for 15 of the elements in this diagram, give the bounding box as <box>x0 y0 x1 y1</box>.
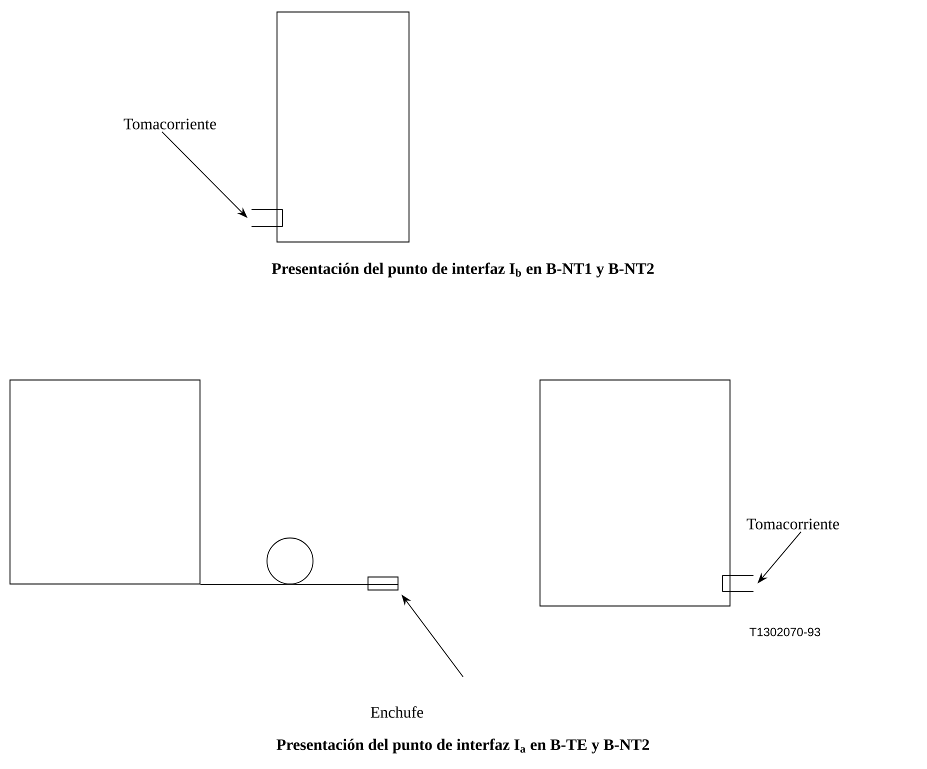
equipment-box <box>540 380 730 606</box>
callout-text: Tomacorriente <box>124 118 216 130</box>
cable-coil-circle <box>266 538 314 584</box>
equipment-box <box>276 12 410 242</box>
cable-line <box>200 584 290 585</box>
socket-symbol <box>251 209 283 227</box>
plug-symbol <box>368 576 398 590</box>
caption: Presentación del punto de interfaz I$_{b}$ en B-NT1 y B-NT2 <box>272 262 654 278</box>
socket-symbol <box>722 575 754 592</box>
figure-code: T1302070-93 <box>750 628 820 636</box>
equipment-box <box>10 380 200 584</box>
caption: Presentación del punto de interfaz I$_{a}$ en B-TE y B-NT2 <box>276 738 649 754</box>
callout-text: Tomacorriente <box>746 518 839 530</box>
callout-text: Enchufe <box>370 706 424 718</box>
cable-line <box>290 584 399 585</box>
